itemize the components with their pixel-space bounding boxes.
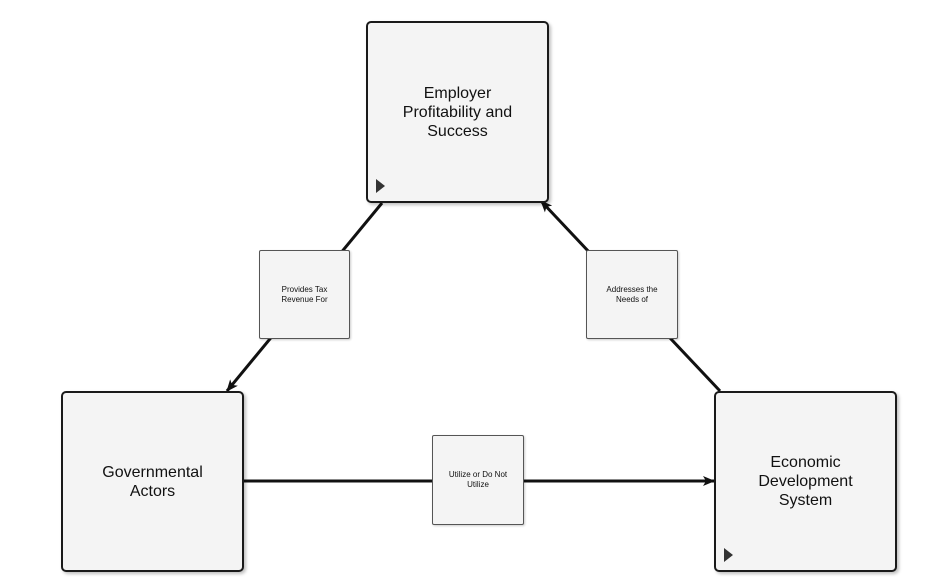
link-tax-label: Provides Tax Revenue For bbox=[281, 284, 328, 304]
play-triangle-icon[interactable] bbox=[724, 548, 733, 562]
node-employer-profitability[interactable]: Employer Profitability and Success bbox=[366, 21, 549, 203]
node-governmental-label: Governmental Actors bbox=[102, 463, 203, 500]
play-triangle-icon[interactable] bbox=[376, 179, 385, 193]
link-needs-label: Addresses the Needs of bbox=[606, 284, 658, 304]
node-employer-label: Employer Profitability and Success bbox=[402, 84, 513, 140]
node-economic-label: Economic Development System bbox=[758, 454, 853, 509]
node-economic-development[interactable]: Economic Development System bbox=[714, 391, 897, 572]
link-label-provides-tax[interactable]: Provides Tax Revenue For bbox=[259, 250, 350, 339]
link-label-utilize[interactable]: Utilize or Do Not Utilize bbox=[432, 435, 524, 525]
node-governmental-actors[interactable]: Governmental Actors bbox=[61, 391, 244, 572]
link-utilize-label: Utilize or Do Not Utilize bbox=[448, 470, 508, 489]
link-label-addresses-needs[interactable]: Addresses the Needs of bbox=[586, 250, 678, 339]
